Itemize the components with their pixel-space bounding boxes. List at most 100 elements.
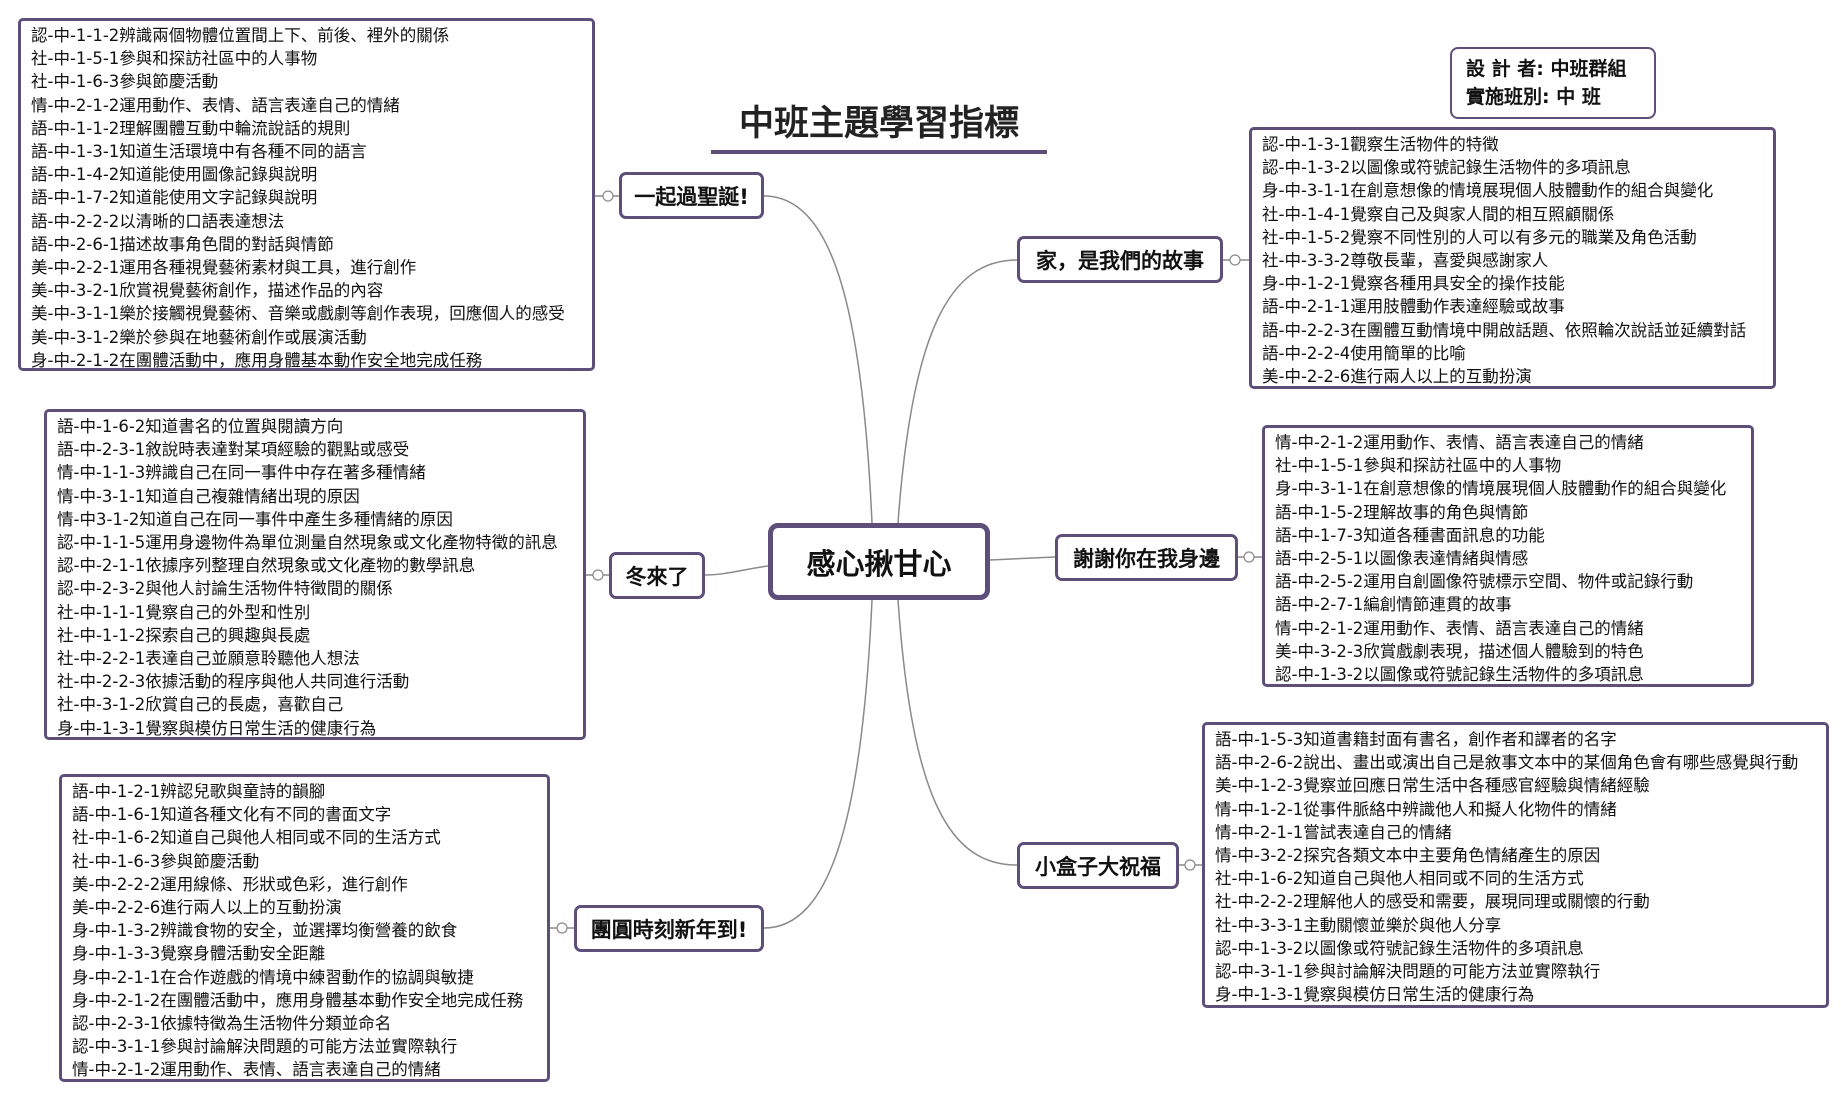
link-thanks	[989, 556, 1056, 561]
indicator-item: 情-中-2-1-2運用動作、表情、語言表達自己的情緒	[31, 95, 400, 115]
indicator-item: 語-中-1-1-2理解團體互動中輪流說話的規則	[31, 118, 351, 138]
indicator-item: 認-中-1-1-2辨識兩個物體位置間上下、前後、裡外的關係	[31, 26, 450, 45]
indicator-item: 語-中-2-6-1描述故事角色間的對話與情節	[31, 234, 334, 254]
indicator-item: 美-中-3-2-1欣賞視覺藝術創作，描述作品的內容	[31, 281, 384, 301]
indicator-item: 認-中-2-1-1依據序列整理自然現象或文化產物的數學訊息	[57, 556, 476, 576]
indicator-item: 身-中-3-1-1在創意想像的情境展現個人肢體動作的組合與變化	[1262, 181, 1714, 201]
central-topic[interactable]: 感心揪甘心	[768, 523, 990, 600]
branch-giftbox[interactable]: 小盒子大祝福	[1017, 842, 1179, 889]
indicator-item: 認-中-1-3-2以圖像或符號記錄生活物件的多項訊息	[1262, 158, 1631, 178]
title-underline	[711, 150, 1047, 154]
indicator-item: 身-中-1-3-1覺察與模仿日常生活的健康行為	[1215, 985, 1535, 1005]
indicator-item: 社-中-1-6-3參與節慶活動	[72, 851, 260, 871]
indicator-item: 認-中-2-3-2與他人討論生活物件特徵間的關係	[57, 579, 393, 599]
branch-newyear[interactable]: 團圓時刻新年到!	[574, 905, 764, 952]
indicator-item: 情-中-3-1-1知道自己複雜情緒出現的原因	[57, 486, 360, 506]
indicator-list-christmas[interactable]: 認-中-1-1-2辨識兩個物體位置間上下、前後、裡外的關係社-中-1-5-1參與…	[18, 18, 595, 371]
indicator-item: 語-中-2-5-1以圖像表達情緒與情感	[1275, 549, 1529, 569]
designer-line: 設 計 者: 中班群組	[1466, 58, 1627, 80]
indicator-list-winter[interactable]: 語-中-1-6-2知道書名的位置與閱讀方向語-中-2-3-1敘說時表達對某項經驗…	[44, 409, 586, 740]
branch-family[interactable]: 家，是我們的故事	[1017, 236, 1223, 283]
indicator-item: 語-中-1-4-2知道能使用圖像記錄與說明	[31, 165, 318, 185]
indicator-list-family[interactable]: 認-中-1-3-1觀察生活物件的特徵認-中-1-3-2以圖像或符號記錄生活物件的…	[1249, 127, 1776, 389]
branch-thanks[interactable]: 謝謝你在我身邊	[1055, 534, 1238, 581]
branch-winter[interactable]: 冬來了	[609, 552, 705, 599]
indicator-list-newyear[interactable]: 語-中-1-2-1辨認兒歌與童詩的韻腳語-中-1-6-1知道各種文化有不同的書面…	[59, 774, 550, 1082]
indicator-item: 社-中-1-5-1參與和探訪社區中的人事物	[31, 49, 318, 69]
link-newyear	[763, 599, 873, 929]
indicator-item: 社-中-3-1-2欣賞自己的長處，喜歡自己	[57, 695, 344, 715]
indicator-item: 社-中-1-6-2知道自己與他人相同或不同的生活方式	[72, 828, 441, 848]
indicator-item: 語-中-2-2-4使用簡單的比喻	[1262, 343, 1466, 363]
indicator-item: 美-中-2-2-6進行兩人以上的互動扮演	[72, 898, 342, 918]
indicator-item: 美-中-2-2-6進行兩人以上的互動扮演	[1262, 367, 1532, 387]
indicator-list-thanks[interactable]: 情-中-2-1-2運用動作、表情、語言表達自己的情緒社-中-1-5-1參與和探訪…	[1262, 425, 1754, 687]
indicator-item: 認-中-3-1-1參與討論解決問題的可能方法並實際執行	[1215, 962, 1601, 982]
link-christmas	[763, 195, 873, 524]
indicator-item: 語-中-2-7-1編創情節連貫的故事	[1275, 595, 1512, 615]
indicator-item: 社-中-1-1-1覺察自己的外型和性別	[57, 602, 311, 622]
collapse-toggle-thanks	[1243, 551, 1255, 563]
collapse-toggle-family	[1229, 254, 1241, 266]
indicator-item: 語-中-2-2-3在團體互動情境中開啟話題、依照輪次說話並延續對話	[1262, 320, 1747, 340]
indicator-item: 情-中-1-1-3辨識自己在同一事件中存在著多種情緒	[57, 463, 426, 483]
indicator-item: 身-中-1-3-3覺察身體活動安全距離	[72, 944, 326, 964]
indicator-item: 情-中-2-1-2運用動作、表情、語言表達自己的情緒	[72, 1060, 441, 1080]
indicator-item: 語-中-1-7-2知道能使用文字記錄與說明	[31, 188, 318, 208]
indicator-item: 語-中-2-5-2運用自創圖像符號標示空間、物件或記錄行動	[1275, 572, 1694, 592]
indicator-item: 情-中-2-1-2運用動作、表情、語言表達自己的情緒	[1275, 618, 1644, 638]
branch-christmas[interactable]: 一起過聖誕!	[619, 172, 764, 219]
indicator-item: 社-中-3-3-2尊敬長輩，喜愛與感謝家人	[1262, 251, 1549, 271]
indicator-item: 身-中-2-1-2在團體活動中，應用身體基本動作安全地完成任務	[72, 990, 524, 1010]
indicator-item: 社-中-1-1-2探索自己的興趣與長處	[57, 625, 311, 645]
class-line: 實施班別: 中 班	[1466, 86, 1601, 108]
indicator-item: 身-中-1-3-2辨識食物的安全，並選擇均衡營養的飲食	[72, 921, 458, 941]
indicator-item: 美-中-3-2-3欣賞戲劇表現，描述個人體驗到的特色	[1275, 641, 1644, 661]
indicator-item: 美-中-3-1-2樂於參與在地藝術創作或展演活動	[31, 327, 367, 347]
link-winter	[704, 565, 769, 576]
indicator-item: 社-中-2-2-2理解他人的感受和需要，展現同理或關懷的行動	[1215, 892, 1650, 912]
indicator-item: 美-中-1-2-3覺察並回應日常生活中各種感官經驗與情緒經驗	[1215, 776, 1650, 796]
indicator-item: 情-中3-1-2知道自己在同一事件中產生多種情緒的原因	[57, 509, 453, 529]
indicator-item: 美-中-2-2-2運用線條、形狀或色彩，進行創作	[72, 874, 408, 894]
indicator-item: 情-中-3-2-2探究各類文本中主要角色情緒產生的原因	[1215, 846, 1601, 866]
indicator-item: 語-中-2-2-2以清晰的口語表達想法	[31, 211, 285, 231]
indicator-item: 情-中-1-2-1從事件脈絡中辨識他人和擬人化物件的情緒	[1215, 799, 1617, 819]
indicator-item: 情-中-2-1-1嘗試表達自己的情緒	[1215, 822, 1452, 842]
indicator-item: 身-中-2-1-1在合作遊戲的情境中練習動作的協調與敏捷	[72, 967, 474, 987]
indicator-item: 語-中-2-1-1運用肢體動作表達經驗或故事	[1262, 297, 1565, 317]
indicator-item: 語-中-1-5-2理解故事的角色與情節	[1275, 502, 1529, 522]
indicator-item: 語-中-1-5-3知道書籍封面有書名，創作者和譯者的名字	[1215, 730, 1617, 749]
indicator-item: 認-中-2-3-1依據特徵為生活物件分類並命名	[72, 1014, 392, 1034]
indicator-item: 社-中-1-5-2覺察不同性別的人可以有多元的職業及角色活動	[1262, 227, 1697, 247]
indicator-item: 社-中-2-2-1表達自己並願意聆聽他人想法	[57, 649, 360, 669]
indicator-item: 語-中-1-2-1辨認兒歌與童詩的韻腳	[72, 782, 326, 801]
indicator-item: 情-中-2-1-2運用動作、表情、語言表達自己的情緒	[1275, 433, 1644, 452]
indicator-list-giftbox[interactable]: 語-中-1-5-3知道書籍封面有書名，創作者和譯者的名字語-中-2-6-2說出、…	[1202, 722, 1829, 1008]
indicator-item: 語-中-1-3-1知道生活環境中有各種不同的語言	[31, 142, 367, 162]
indicator-item: 身-中-2-1-2在團體活動中，應用身體基本動作安全地完成任務	[31, 350, 483, 370]
collapse-toggle-christmas	[602, 190, 614, 202]
indicator-item: 身-中-3-1-1在創意想像的情境展現個人肢體動作的組合與變化	[1275, 479, 1727, 499]
indicator-item: 認-中-3-1-1參與討論解決問題的可能方法並實際執行	[72, 1037, 458, 1057]
indicator-item: 社-中-1-5-1參與和探訪社區中的人事物	[1275, 456, 1562, 476]
indicator-item: 認-中-1-3-2以圖像或符號記錄生活物件的多項訊息	[1215, 938, 1584, 958]
indicator-item: 語-中-1-7-3知道各種書面訊息的功能	[1275, 525, 1545, 545]
page-title: 中班主題學習指標	[738, 104, 1019, 144]
indicator-item: 認-中-1-1-5運用身邊物件為單位測量自然現象或文化產物特徵的訊息	[57, 533, 558, 553]
collapse-toggle-winter	[592, 569, 604, 581]
indicator-item: 語-中-1-6-2知道書名的位置與閱讀方向	[57, 417, 344, 436]
indicator-item: 社-中-1-6-3參與節慶活動	[31, 72, 219, 92]
indicator-item: 身-中-1-3-1覺察與模仿日常生活的健康行為	[57, 718, 377, 738]
indicator-item: 社-中-2-2-3依據活動的程序與他人共同進行活動	[57, 672, 410, 692]
indicator-item: 美-中-3-1-1樂於接觸視覺藝術、音樂或戲劇等創作表現，回應個人的感受	[31, 304, 565, 324]
indicator-item: 認-中-1-3-2以圖像或符號記錄生活物件的多項訊息	[1275, 665, 1644, 685]
indicator-item: 語-中-2-3-1敘說時表達對某項經驗的觀點或感受	[57, 440, 410, 460]
link-family	[897, 259, 1018, 524]
indicator-item: 美-中-2-2-1運用各種視覺藝術素材與工具，進行創作	[31, 258, 417, 278]
collapse-toggle-giftbox	[1184, 859, 1196, 871]
indicator-item: 認-中-1-3-1觀察生活物件的特徵	[1262, 135, 1499, 154]
collapse-toggle-newyear	[556, 922, 568, 934]
indicator-item: 語-中-1-6-1知道各種文化有不同的書面文字	[72, 805, 392, 825]
